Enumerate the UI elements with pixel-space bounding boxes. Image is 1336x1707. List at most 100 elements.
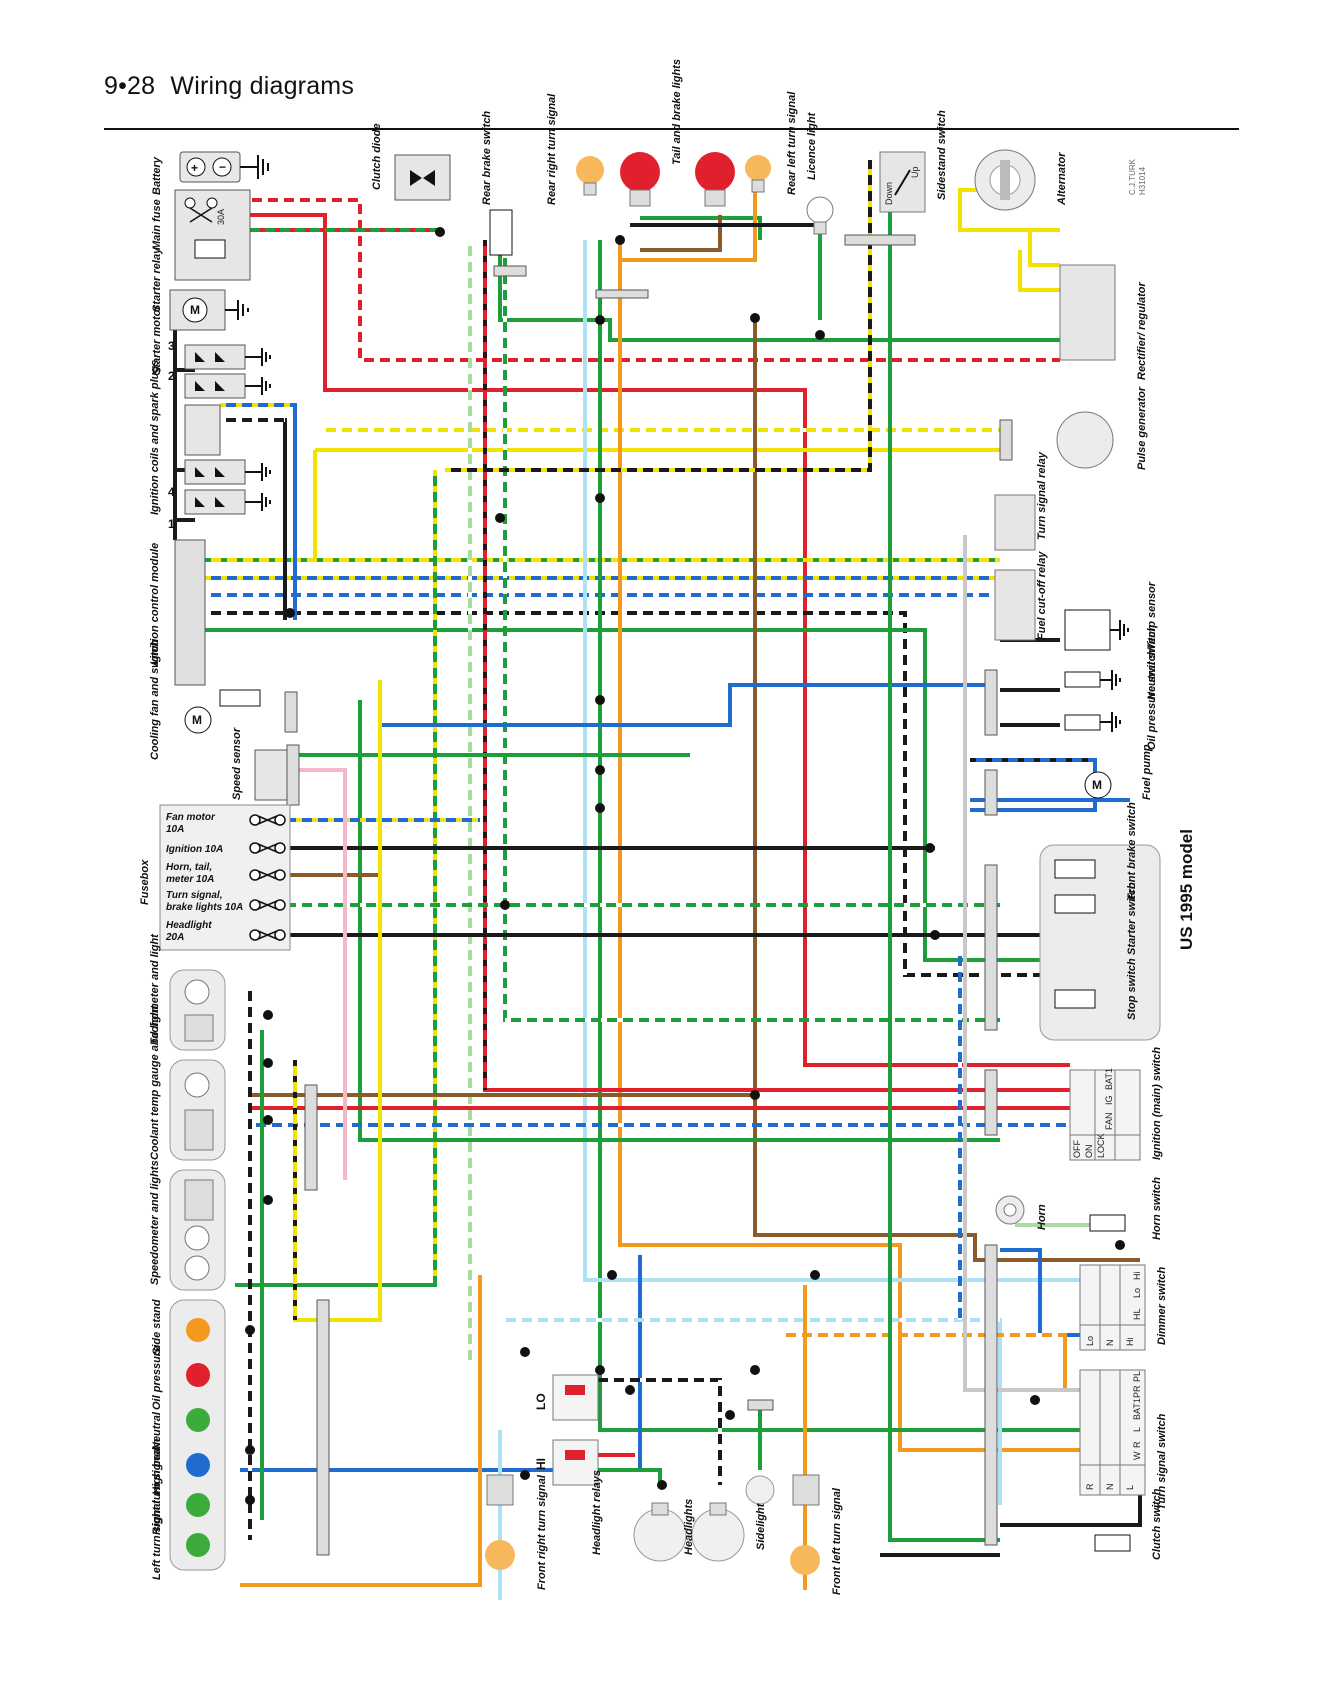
battery: + − xyxy=(179,151,269,183)
wire-orange-tail xyxy=(620,175,757,262)
fuel-cutoff-relay-label: Fuel cut-off relay xyxy=(1036,551,1048,640)
clutch-switch xyxy=(1094,1534,1131,1552)
turn-col-w: W xyxy=(1132,1451,1142,1460)
side-stand-label: Side stand xyxy=(151,1299,163,1355)
oil-pressure-switch-label: Oil pressure switch xyxy=(1146,648,1158,750)
dimmer-row-n: N xyxy=(1105,1340,1115,1347)
main-fuse-label: Main fuse xyxy=(151,199,163,250)
wire-yellow-alt-2 xyxy=(1005,228,1060,267)
dimmer-col-lo: Lo xyxy=(1132,1288,1142,1298)
cooling-fan: M xyxy=(184,689,298,734)
pulse-generator-label: Pulse generator xyxy=(1136,386,1148,470)
ignition-coils xyxy=(184,344,271,515)
page-number: 9•28 xyxy=(104,72,156,100)
dimmer-switch-label: Dimmer switch xyxy=(1156,1266,1168,1345)
horn xyxy=(995,1195,1025,1225)
temp-sensor-label: Temp sensor xyxy=(1146,581,1158,650)
front-left-turn-bulb xyxy=(790,1474,820,1575)
coolant-gauge-panel xyxy=(169,1059,226,1161)
wire-yellow-pulse-2 xyxy=(313,448,1005,560)
page-title: Wiring diagrams xyxy=(170,72,355,100)
ign-col-ig: IG xyxy=(1104,1095,1114,1105)
horn-label: Horn xyxy=(1036,1204,1048,1230)
speed-sensor xyxy=(254,744,300,806)
neutral-switch xyxy=(984,669,1121,736)
ign-col-fan: FAN xyxy=(1104,1112,1114,1130)
cooling-fan-label: Cooling fan and switch xyxy=(149,639,161,760)
warning-lights-panel xyxy=(169,1299,226,1571)
fuse-rating-0: 10A xyxy=(166,824,184,835)
speedometer-label: Speedometer and lights xyxy=(149,1160,161,1285)
rear-right-turn-label: Rear right turn signal xyxy=(546,93,558,205)
front-left-turn-label: Front left turn signal xyxy=(831,1487,843,1595)
neutral-switch-label: Neutral switch xyxy=(1146,625,1158,700)
svg-text:M: M xyxy=(1092,778,1102,792)
wire-green-clutch xyxy=(888,165,1000,1542)
sidestand-switch-label: Sidestand switch xyxy=(936,110,948,200)
svg-text:M: M xyxy=(192,713,202,727)
neutral-lamp xyxy=(186,1408,210,1432)
sidestand-down: Down xyxy=(884,182,894,205)
wire-yellow-meter xyxy=(293,680,382,1322)
rear-brake-switch-label: Rear brake switch xyxy=(481,111,493,205)
junction-dots xyxy=(245,227,1125,1505)
wire-black-white-dash xyxy=(205,611,1070,977)
fuse-rating-4: 20A xyxy=(165,932,184,943)
starter-relay xyxy=(174,189,251,281)
wire-orange-lower xyxy=(240,1275,482,1587)
wire-brown-trunk xyxy=(753,318,1140,1262)
relay-lo: LO xyxy=(534,1393,548,1410)
oil-pressure-lamp-label: Oil pressure xyxy=(151,1346,163,1410)
front-right-turn-bulb xyxy=(485,1474,515,1570)
left-turn-lamp xyxy=(186,1533,210,1557)
turn-col-l: L xyxy=(1132,1427,1142,1432)
page-header: 9•28 Wiring diagrams xyxy=(104,72,354,101)
horn-switch xyxy=(1089,1214,1126,1232)
relay-hi: HI xyxy=(534,1458,548,1470)
fuse-rating-3: brake lights 10A xyxy=(166,902,243,913)
turn-col-r: R xyxy=(1132,1441,1142,1448)
coil-number-3: 3 xyxy=(168,339,175,353)
starter-relay-label: Starter relay xyxy=(151,247,163,312)
fuse-name-4: Headlight xyxy=(166,920,212,931)
turn-signal-switch-label: Turn signal switch xyxy=(1156,1413,1168,1510)
wire-blue-mid xyxy=(380,683,990,727)
wire-green-rectifier xyxy=(498,255,1060,342)
headlights-label: Headlights xyxy=(683,1499,695,1555)
turn-col-pr: PR xyxy=(1132,1385,1142,1398)
dimmer-row-lo: Lo xyxy=(1085,1336,1095,1346)
fuse-list: Fan motor 10A Ignition 10A Horn, tail, m… xyxy=(165,812,286,943)
licence-light-label: Licence light xyxy=(806,111,818,180)
wire-orange-white xyxy=(780,1333,1067,1390)
oil-pressure-lamp xyxy=(186,1363,210,1387)
turn-row-n: N xyxy=(1105,1484,1115,1491)
dimmer-col-hl: HL xyxy=(1132,1308,1142,1320)
ign-row-on: ON xyxy=(1084,1145,1094,1159)
stop-switch-label: Stop switch xyxy=(1126,958,1138,1020)
wire-grey-right xyxy=(963,535,1080,1392)
rectifier-regulator xyxy=(1059,264,1116,361)
sidelight-bulb xyxy=(745,1399,775,1505)
high-beam-label: High beam xyxy=(151,1439,163,1495)
ignition-coils-label: Ignition coils and spark plugs xyxy=(149,360,161,515)
starter-switch-label: Starter switch xyxy=(1126,882,1138,955)
oil-pressure-switch xyxy=(1064,712,1121,732)
credit-line2: H31014 xyxy=(1138,166,1147,195)
fuel-pump-label: Fuel pump xyxy=(1141,744,1153,800)
fuel-pump: M xyxy=(984,769,1112,816)
sidestand-up: Up xyxy=(910,166,920,178)
fuse-name-2: Horn, tail, xyxy=(166,862,212,873)
front-brake-switch-label: Front brake switch xyxy=(1126,802,1138,900)
coil-number-2: 2 xyxy=(168,369,175,383)
turn-col-bat1: BAT1 xyxy=(1132,1398,1142,1420)
tail-brake-label: Tail and brake lights xyxy=(671,59,683,165)
wire-blue-lower xyxy=(1000,1248,1080,1337)
wire-blue-lower2 xyxy=(240,1255,642,1472)
battery-label: Battery xyxy=(151,156,163,195)
turn-row-l: L xyxy=(1125,1485,1135,1490)
speed-sensor-label: Speed sensor xyxy=(231,727,243,800)
rear-left-turn-label: Rear left turn signal xyxy=(786,91,798,195)
tachometer-panel xyxy=(169,969,226,1051)
ignition-main-switch xyxy=(984,1069,1141,1161)
wire-black-coil2 xyxy=(220,418,287,620)
